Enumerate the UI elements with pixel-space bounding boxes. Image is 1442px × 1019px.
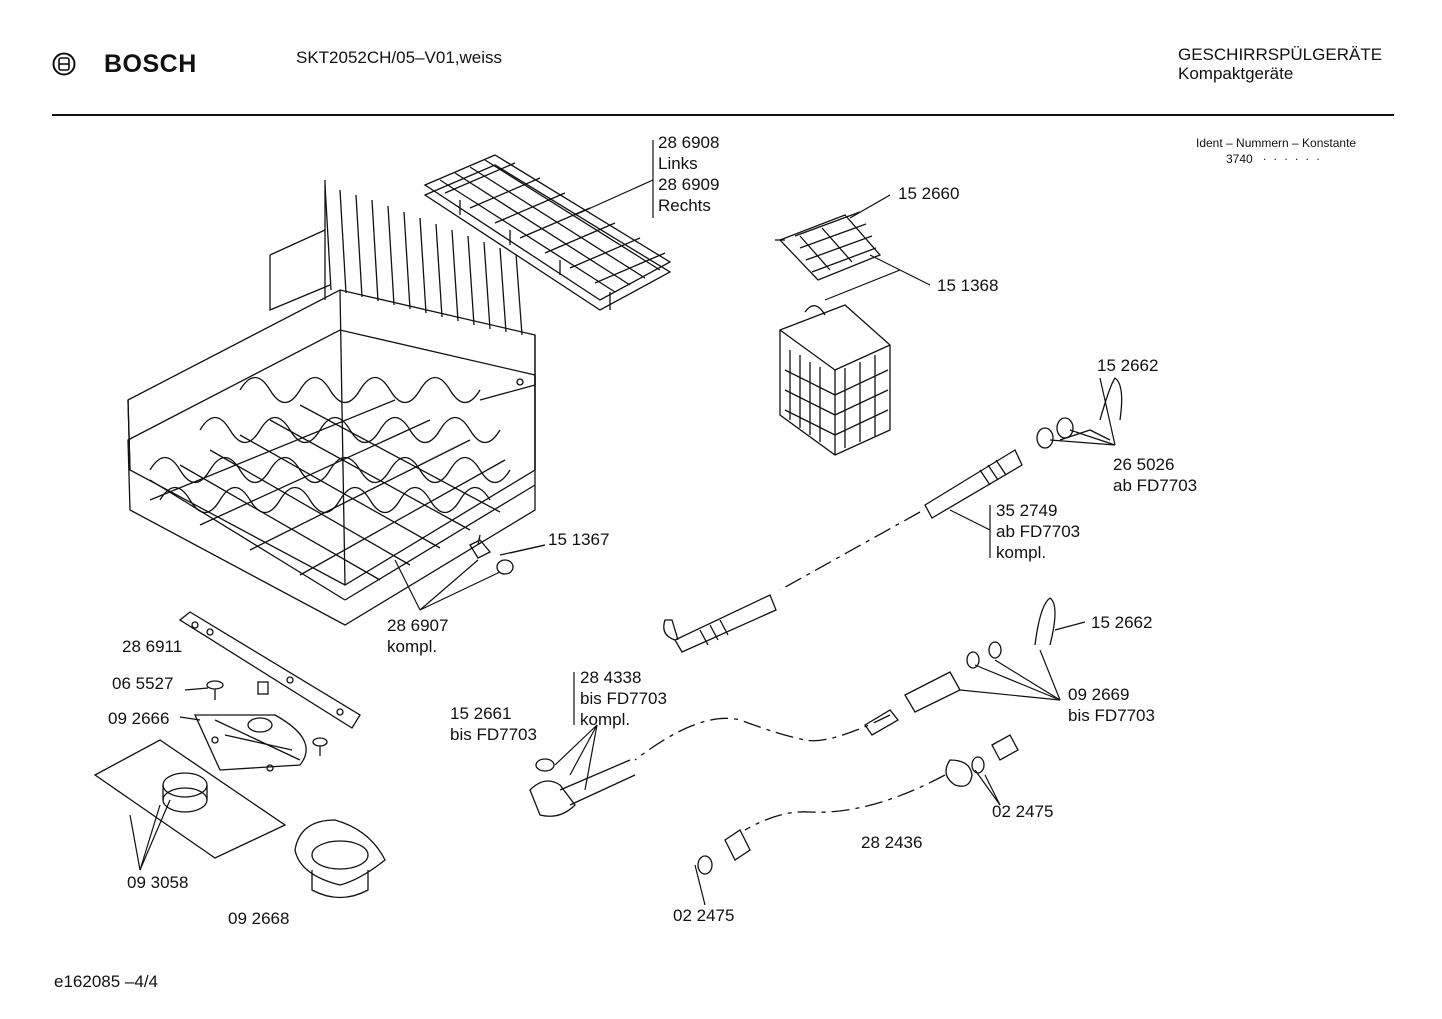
dish-basket-drawing: [127, 180, 536, 626]
part-label-152662-bottom: 15 2662: [1091, 613, 1153, 632]
lower-hose-drawing: [529, 597, 1056, 875]
category-title: GESCHIRRSPÜLGERÄTE: [1178, 45, 1383, 64]
part-label-286911: 28 6911: [122, 637, 183, 656]
screw-drawing: [206, 680, 328, 756]
brand-name: BOSCH: [104, 50, 197, 78]
header-divider: [52, 114, 1394, 116]
part-label-022475-right: 02 2475: [992, 802, 1054, 821]
part-label-022475-left: 02 2475: [673, 906, 735, 925]
part-label-092668: 09 2668: [228, 909, 290, 928]
part-label-152660: 15 2660: [898, 184, 960, 203]
cup-rack-drawing: [423, 154, 672, 311]
spray-arm-drawing: [178, 611, 361, 729]
ident-label: Ident – Nummern – Konstante: [1196, 136, 1357, 150]
part-label-152662-top: 15 2662: [1097, 356, 1159, 375]
part-label-093058: 09 3058: [127, 873, 189, 892]
coarse-filter-drawing: [294, 819, 386, 899]
part-label-151367: 15 1367: [548, 530, 610, 549]
part-label-065527: 06 5527: [112, 674, 174, 693]
bosch-logo-icon: [52, 52, 76, 76]
upper-hose-drawing: [663, 377, 1123, 653]
ident-value: 3740: [1226, 152, 1253, 166]
sieve-plate-drawing: [93, 739, 287, 859]
footer-code: e162085 –4/4: [54, 972, 158, 991]
cutlery-basket-drawing: [775, 211, 891, 456]
filter-insert-drawing: [193, 714, 307, 772]
model-number: SKT2052CH/05–V01,weiss: [296, 48, 503, 67]
ident-dots: . . . . . .: [1263, 149, 1322, 163]
part-label-282436: 28 2436: [861, 833, 923, 852]
leader-lines: [129, 140, 1116, 906]
part-label-151368: 15 1368: [937, 276, 999, 295]
part-label-092666: 09 2666: [108, 709, 170, 728]
fittings-drawing: [469, 534, 514, 575]
subcategory-title: Kompaktgeräte: [1178, 64, 1294, 83]
